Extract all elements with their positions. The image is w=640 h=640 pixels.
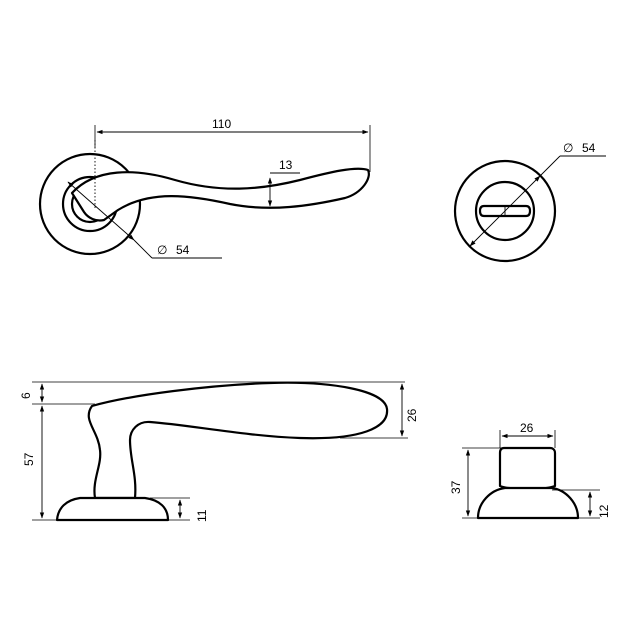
- knob-side-rosette: [476, 486, 580, 520]
- dim-54-text: 54: [176, 243, 190, 257]
- side-lever-grip: [87, 381, 389, 500]
- knob-dim-54-text: 54: [582, 141, 596, 155]
- diameter-symbol-2: ∅: [563, 141, 573, 155]
- dim-37-text: 37: [449, 480, 463, 494]
- turn-knob-view: ∅ 54: [453, 141, 606, 263]
- dim-54-leader: [133, 239, 153, 259]
- side-rosette: [55, 496, 170, 522]
- dim-57-text: 57: [22, 452, 36, 466]
- dim-13-text: 13: [279, 158, 293, 172]
- dim-26-text: 26: [405, 408, 419, 422]
- side-view: 6 57 26 11: [19, 381, 419, 522]
- knob-side-view: 26 37 12: [449, 421, 611, 520]
- front-view: 110 13 ∅ 54: [38, 117, 371, 259]
- dim-11-text: 11: [195, 509, 209, 522]
- diameter-symbol-1: ∅: [157, 243, 167, 257]
- knob-dim-54-leader: [539, 155, 561, 177]
- dim-12-text: 12: [597, 504, 611, 518]
- knob-side-body: [498, 446, 557, 491]
- knob-dim-54-diag: [469, 175, 541, 247]
- dim-54-diag: [67, 181, 135, 241]
- dim-knob-26-text: 26: [520, 421, 534, 435]
- dim-6-text: 6: [19, 392, 33, 399]
- dim-110-text: 110: [212, 117, 231, 131]
